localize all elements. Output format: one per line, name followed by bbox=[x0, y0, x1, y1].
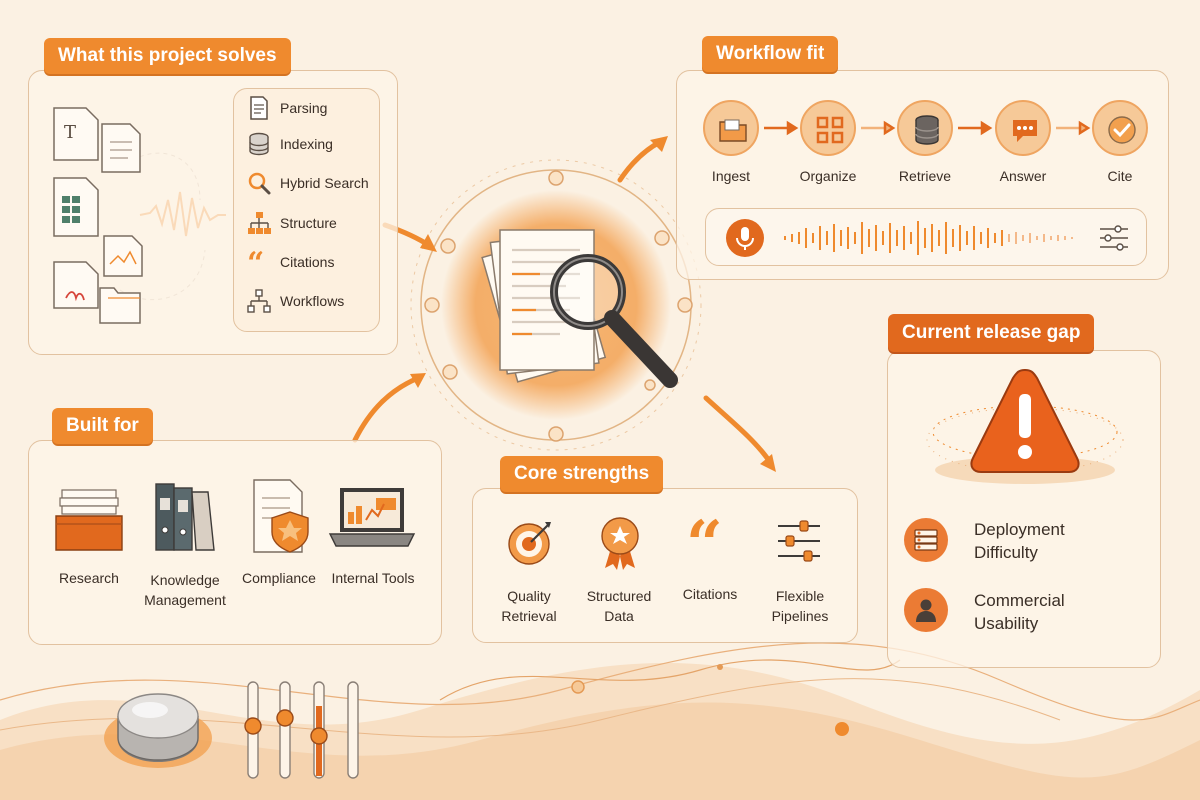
microphone-icon bbox=[726, 219, 764, 257]
quote-icon: “ bbox=[686, 514, 723, 564]
workflow-step-answer bbox=[995, 100, 1051, 156]
document-sources-illustration: T bbox=[53, 107, 143, 324]
shield-document-icon bbox=[253, 479, 309, 553]
solves-title: What this project solves bbox=[44, 38, 291, 74]
strength-label: Citations bbox=[682, 586, 738, 602]
workflow-step-label: Organize bbox=[799, 168, 857, 184]
warning-icon bbox=[926, 368, 1124, 484]
sliders-icon bbox=[778, 520, 820, 562]
built-for-label: Research bbox=[59, 570, 119, 586]
hierarchy-icon bbox=[248, 212, 271, 234]
workflow-step-retrieve bbox=[897, 100, 953, 156]
grid-icon bbox=[816, 116, 844, 144]
built-for-title: Built for bbox=[52, 408, 153, 444]
feature-label: Structure bbox=[280, 215, 337, 231]
gap-title: Current release gap bbox=[888, 314, 1095, 352]
gap-item-deployment-icon bbox=[904, 518, 948, 562]
laptop-icon bbox=[328, 488, 416, 547]
feature-indexing: Indexing bbox=[246, 128, 333, 160]
workflow-title: Workflow fit bbox=[702, 36, 839, 72]
built-for-label: Compliance bbox=[242, 570, 316, 586]
server-icon bbox=[914, 529, 938, 551]
binders-icon bbox=[155, 483, 215, 551]
database-icon bbox=[915, 115, 939, 145]
workflow-icon bbox=[247, 289, 271, 313]
feature-label: Hybrid Search bbox=[280, 175, 369, 191]
svg-text:T: T bbox=[64, 122, 76, 143]
strengths-title: Core strengths bbox=[500, 456, 664, 492]
search-icon bbox=[248, 172, 271, 195]
workflow-step-organize bbox=[800, 100, 856, 156]
control-knob-icon bbox=[104, 693, 212, 768]
feature-label: Citations bbox=[280, 254, 335, 270]
svg-text:“: “ bbox=[247, 249, 264, 275]
strengths-panel bbox=[472, 488, 858, 643]
folder-icon bbox=[719, 119, 747, 142]
audio-waveform bbox=[784, 221, 1073, 255]
feature-hybrid-search: Hybrid Search bbox=[246, 167, 369, 199]
feature-workflows: Workflows bbox=[246, 285, 344, 317]
svg-text:“: “ bbox=[686, 514, 723, 564]
paper-stack-icon bbox=[55, 489, 123, 551]
award-badge-icon bbox=[601, 517, 639, 570]
feature-label: Indexing bbox=[280, 136, 333, 152]
chat-bubble-icon bbox=[1013, 120, 1037, 142]
sliders-icon bbox=[1100, 225, 1128, 251]
workflow-step-label: Ingest bbox=[711, 168, 751, 184]
feature-parsing: Parsing bbox=[246, 92, 327, 124]
checkmark-icon bbox=[1108, 116, 1136, 144]
workflow-step-label: Retrieve bbox=[898, 168, 952, 184]
workflow-step-label: Answer bbox=[999, 168, 1047, 184]
document-search-hub bbox=[481, 229, 678, 388]
person-icon bbox=[916, 599, 936, 622]
feature-citations: “ Citations bbox=[246, 246, 334, 278]
workflow-step-cite bbox=[1092, 100, 1148, 156]
workflow-step-ingest bbox=[703, 100, 759, 156]
workflow-step-label: Cite bbox=[1107, 168, 1133, 184]
feature-label: Workflows bbox=[280, 293, 345, 309]
database-icon bbox=[249, 132, 269, 156]
quote-icon: “ bbox=[247, 249, 264, 275]
built-for-label: Internal Tools bbox=[331, 570, 415, 586]
slider-controls-illustration bbox=[244, 681, 359, 779]
gap-item-commercial-icon bbox=[904, 588, 948, 632]
feature-label: Parsing bbox=[280, 100, 328, 116]
feature-structure: Structure bbox=[246, 207, 337, 239]
workflow-arrows bbox=[764, 120, 1091, 136]
target-icon bbox=[508, 522, 551, 565]
document-icon bbox=[250, 96, 268, 120]
